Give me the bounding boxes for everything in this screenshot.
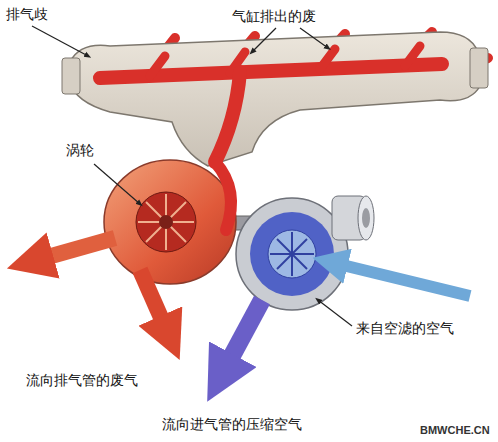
illustration-part [300, 28, 328, 48]
illustration-part [250, 212, 334, 296]
illustration-part [215, 162, 231, 230]
illustration-part [70, 32, 480, 166]
illustration-part [30, 238, 115, 262]
compressor-housing [236, 196, 374, 310]
flow-label: 流向进气管的压缩空气 [162, 416, 302, 433]
illustration-part [362, 208, 370, 228]
flow-label: 来自空滤的空气 [356, 320, 454, 337]
illustration-part [277, 239, 307, 269]
illustration-part [138, 194, 194, 250]
flow-label: 流向排气管的废气 [26, 372, 138, 389]
leader-lines [32, 26, 352, 326]
part-name: 涡轮 [66, 142, 94, 159]
air-arrows [220, 262, 470, 378]
illustration-part [236, 198, 348, 310]
illustration-part [32, 26, 88, 56]
illustration-part [358, 196, 374, 240]
illustration-part [146, 202, 186, 242]
illustration-part [94, 164, 140, 204]
illustration-part [330, 262, 470, 296]
illustration-part [318, 300, 352, 326]
part-name: 排气歧 [6, 6, 48, 23]
illustration-part [277, 239, 307, 269]
illustration-part [252, 28, 276, 52]
illustration-part [268, 230, 316, 278]
exhaust-manifold [62, 32, 488, 166]
illustration-part [104, 160, 236, 284]
part-name: 气缸排出的废 [232, 8, 316, 25]
illustration-part [159, 215, 173, 229]
illustration-part [215, 72, 240, 162]
illustration-part [150, 46, 420, 76]
illustration-part [140, 270, 170, 338]
turbine-housing [104, 160, 236, 284]
illustration-part [270, 232, 314, 276]
illustration-part [146, 202, 186, 242]
exhaust-out-arrows [30, 238, 170, 338]
illustration-part [62, 58, 80, 94]
illustration-part [136, 192, 196, 252]
illustration-part [470, 48, 488, 88]
watermark: BMWCHE.CN [420, 424, 490, 437]
illustration-part [220, 300, 262, 378]
